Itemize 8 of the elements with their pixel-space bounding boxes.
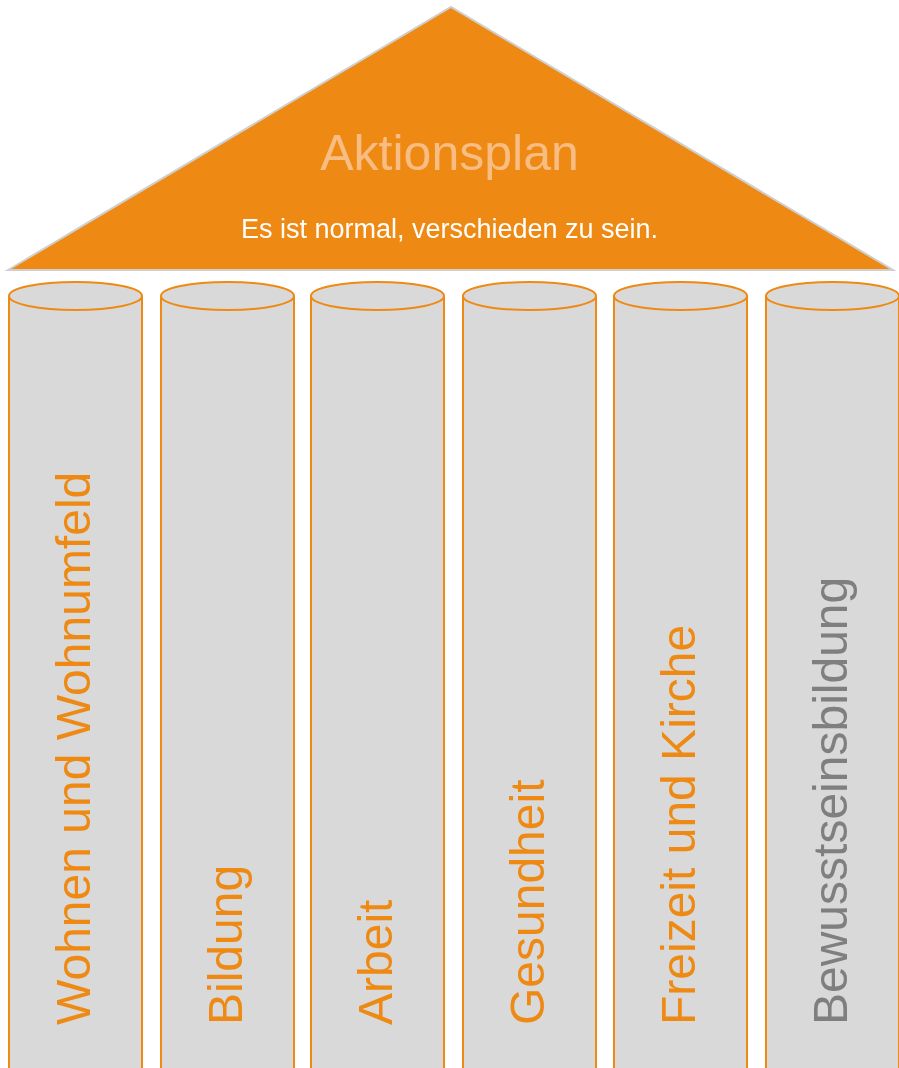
pillar-label: Freizeit und Kirche — [654, 624, 703, 1025]
subtitle-text: Es ist normal, verschieden zu sein. — [239, 216, 660, 243]
pillar-label: Arbeit — [351, 899, 400, 1025]
pillar-label: Bildung — [201, 864, 250, 1025]
pillar-label: Wohnen und Wohnumfeld — [49, 471, 98, 1025]
pillar-label: Bewusstseinsbildung — [806, 576, 855, 1025]
pillar-label: Gesundheit — [503, 779, 552, 1025]
title-text: Aktionsplan — [319, 128, 580, 178]
